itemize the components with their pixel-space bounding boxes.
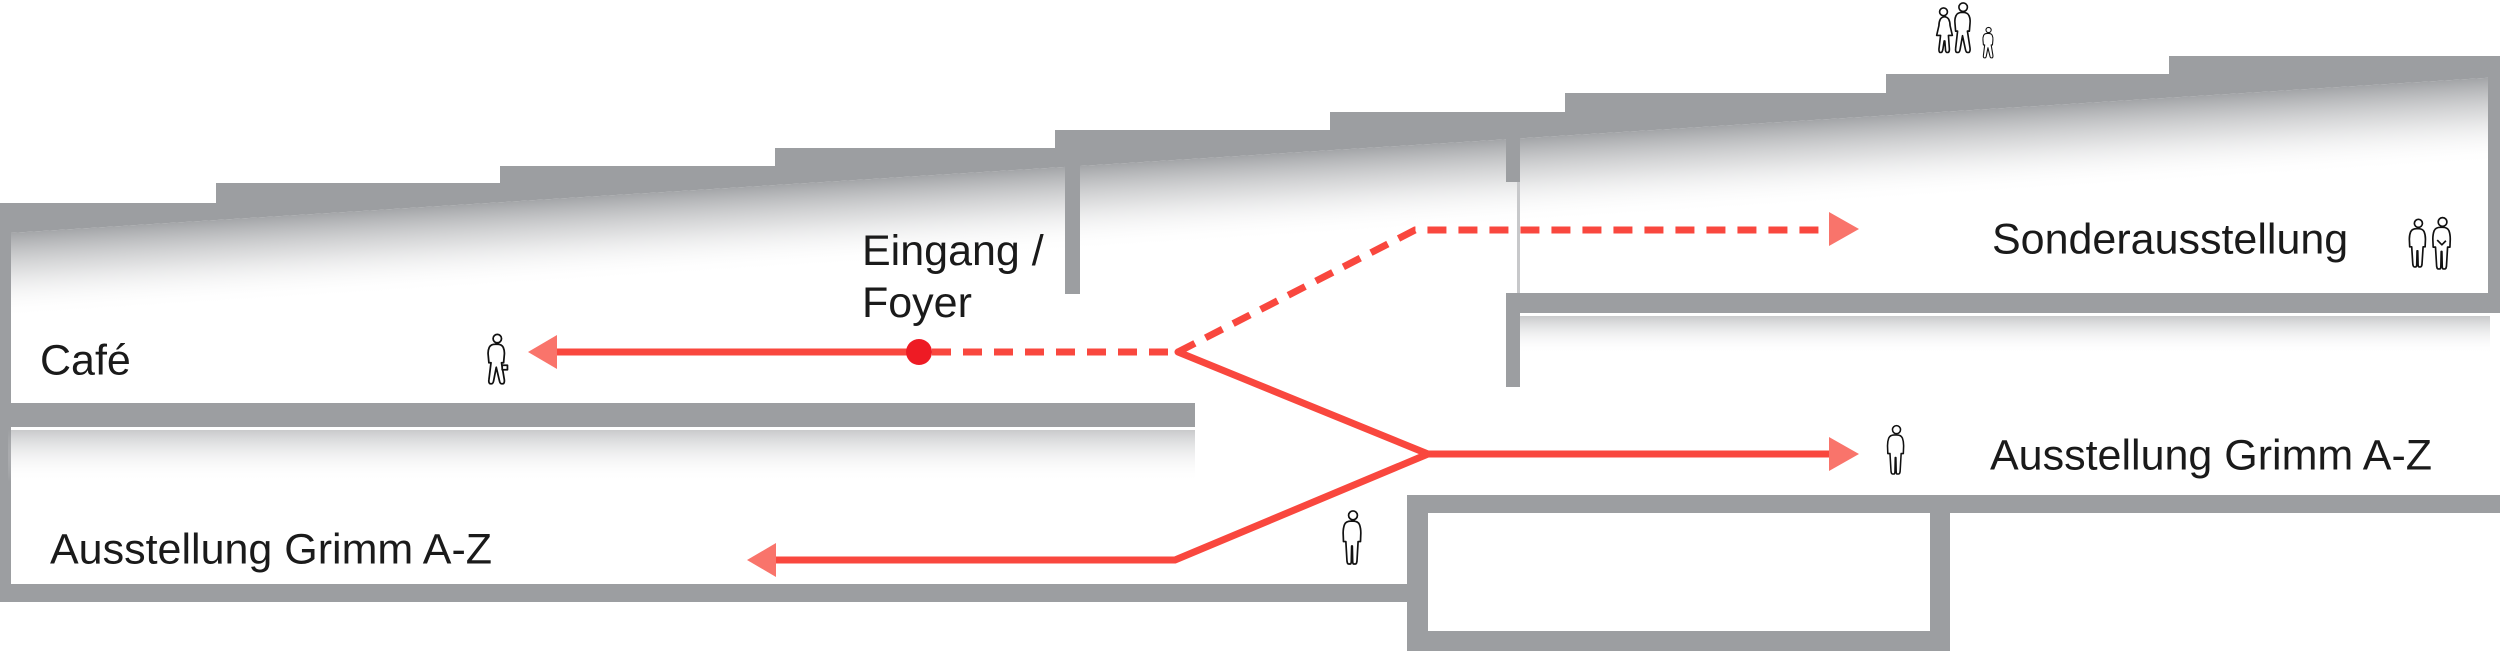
entrance-label-line2: Foyer — [862, 279, 972, 327]
roof-shadow — [10, 77, 2500, 323]
right-exterior-wall — [2488, 77, 2500, 313]
glass-partition-line — [1517, 182, 1520, 293]
lower-floor-slab — [0, 584, 1407, 602]
basement-left-wall — [1407, 495, 1428, 651]
cafe-arrowhead-icon — [528, 335, 557, 369]
cafe-floor-shadow — [8, 430, 1195, 482]
special-exhibition-arrowhead-icon — [1829, 212, 1859, 246]
route-entrance-to-exhibition-lower — [772, 450, 1432, 564]
basement-right-wall — [1930, 513, 1950, 651]
exhibition-lower-label: Ausstellung Grimm A-Z — [50, 525, 493, 574]
special-exhibition-label: Sonderausstellung — [1992, 215, 2349, 264]
person-walking-briefcase-icon — [487, 333, 509, 385]
exhibition-floor-slab — [1407, 495, 2500, 513]
family-walking-icon — [1935, 2, 1994, 59]
exhibition-upper-label: Ausstellung Grimm A-Z — [1990, 431, 2433, 480]
basement-floor-slab — [1407, 631, 1950, 651]
route-entrance-to-special-exhibition — [1176, 226, 1828, 356]
exhibition-lower-arrowhead-icon — [747, 543, 776, 577]
cafe-floor-slab — [0, 403, 1195, 427]
route-entrance-to-exhibition-upper — [1174, 348, 1834, 458]
person-standing-icon — [1342, 510, 1362, 565]
lower-hanging-wall — [1506, 313, 1520, 387]
entrance-label-line1: Eingang / — [862, 227, 1044, 275]
upper-hanging-wall — [1506, 135, 1520, 182]
special-exhibition-floor-shadow — [1506, 316, 2490, 354]
exhibition-upper-arrowhead-icon — [1829, 437, 1859, 471]
couple-standing-icon — [2408, 216, 2452, 270]
person-standing-right-icon — [1886, 424, 1905, 475]
entrance-foyer-dot — [906, 339, 932, 365]
stepped-roof-slab — [0, 56, 2500, 233]
foyer-column — [1065, 163, 1080, 294]
entrance-foyer-label: Eingang / Foyer — [862, 225, 1044, 329]
cafe-label: Café — [40, 336, 131, 385]
special-exhibition-floor-slab — [1506, 293, 2490, 313]
